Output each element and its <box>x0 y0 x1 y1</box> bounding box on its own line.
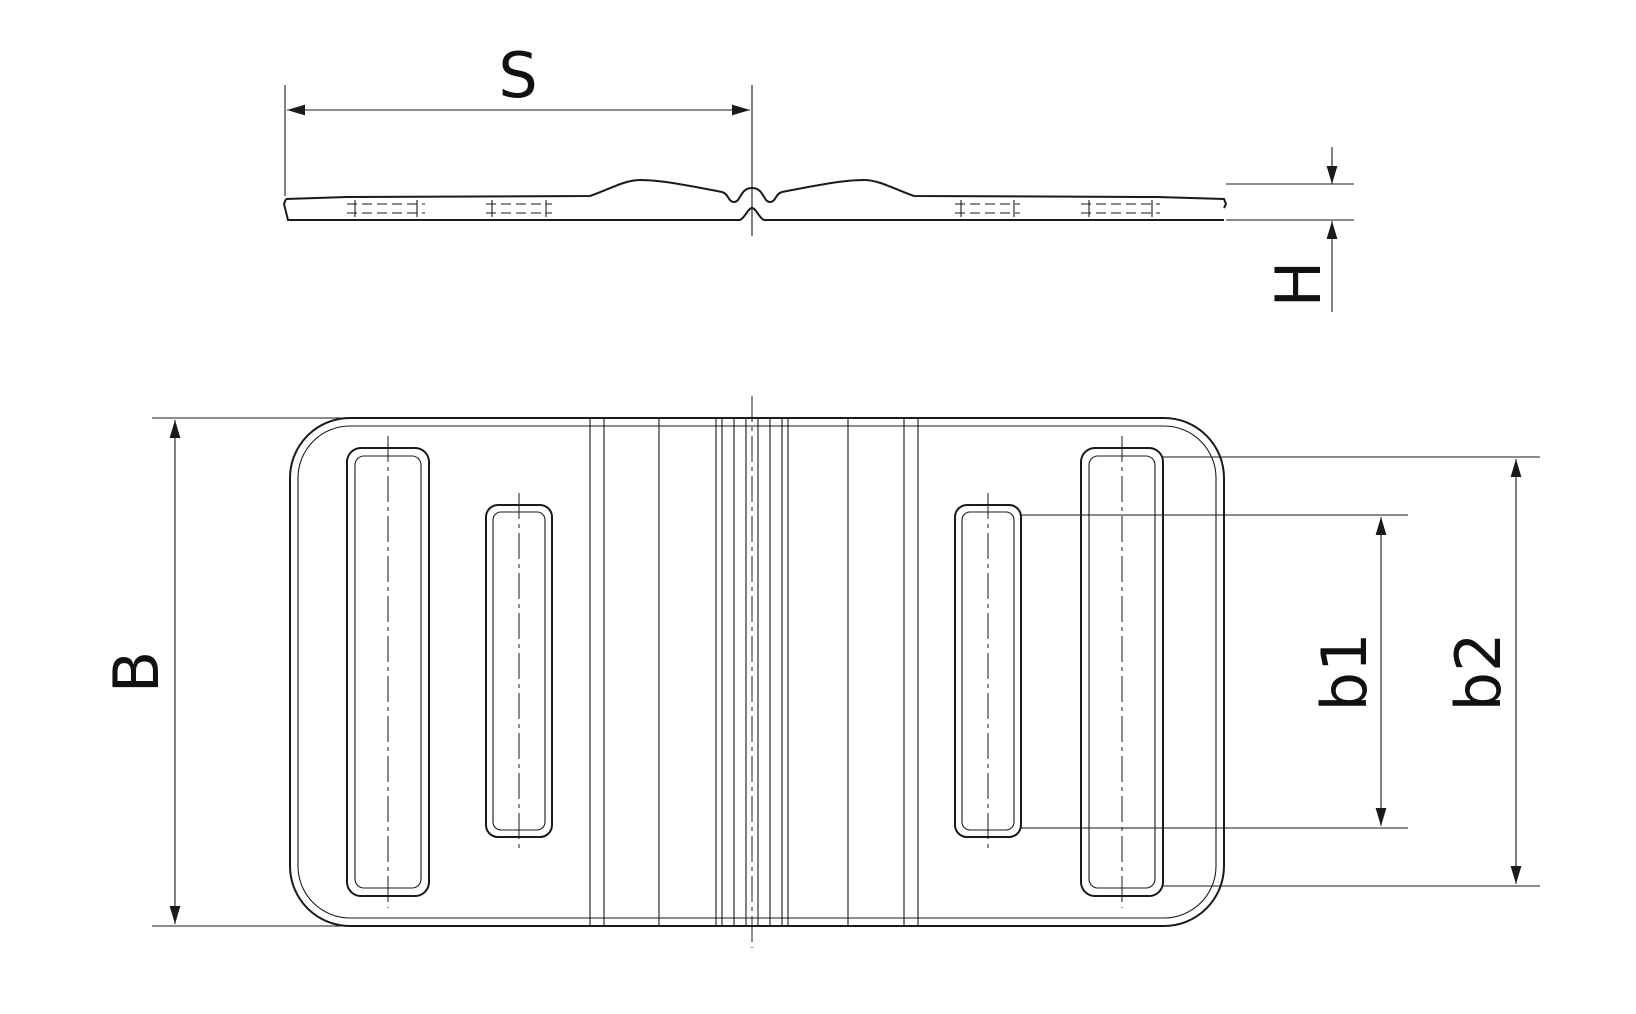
slot-left-large <box>346 436 430 908</box>
dimension-h: H <box>1226 147 1354 312</box>
slot-left-small <box>485 493 553 849</box>
label-h: H <box>1262 261 1335 308</box>
plan-view-bend-lines <box>589 418 919 926</box>
slot-right-large <box>1080 436 1164 908</box>
dimension-b1: b1 <box>1021 514 1408 829</box>
label-b2: b2 <box>1442 633 1515 712</box>
dimension-b2: b2 <box>1163 456 1540 887</box>
label-s: S <box>498 39 537 112</box>
dimension-s: S <box>284 39 750 196</box>
slot-right-small <box>954 493 1022 849</box>
label-b1: b1 <box>1308 633 1381 712</box>
plan-view <box>289 396 1225 948</box>
side-view <box>282 85 1228 236</box>
side-view-hidden-slots <box>347 200 1160 217</box>
label-b: B <box>100 651 173 694</box>
dimension-b: B <box>100 417 352 927</box>
